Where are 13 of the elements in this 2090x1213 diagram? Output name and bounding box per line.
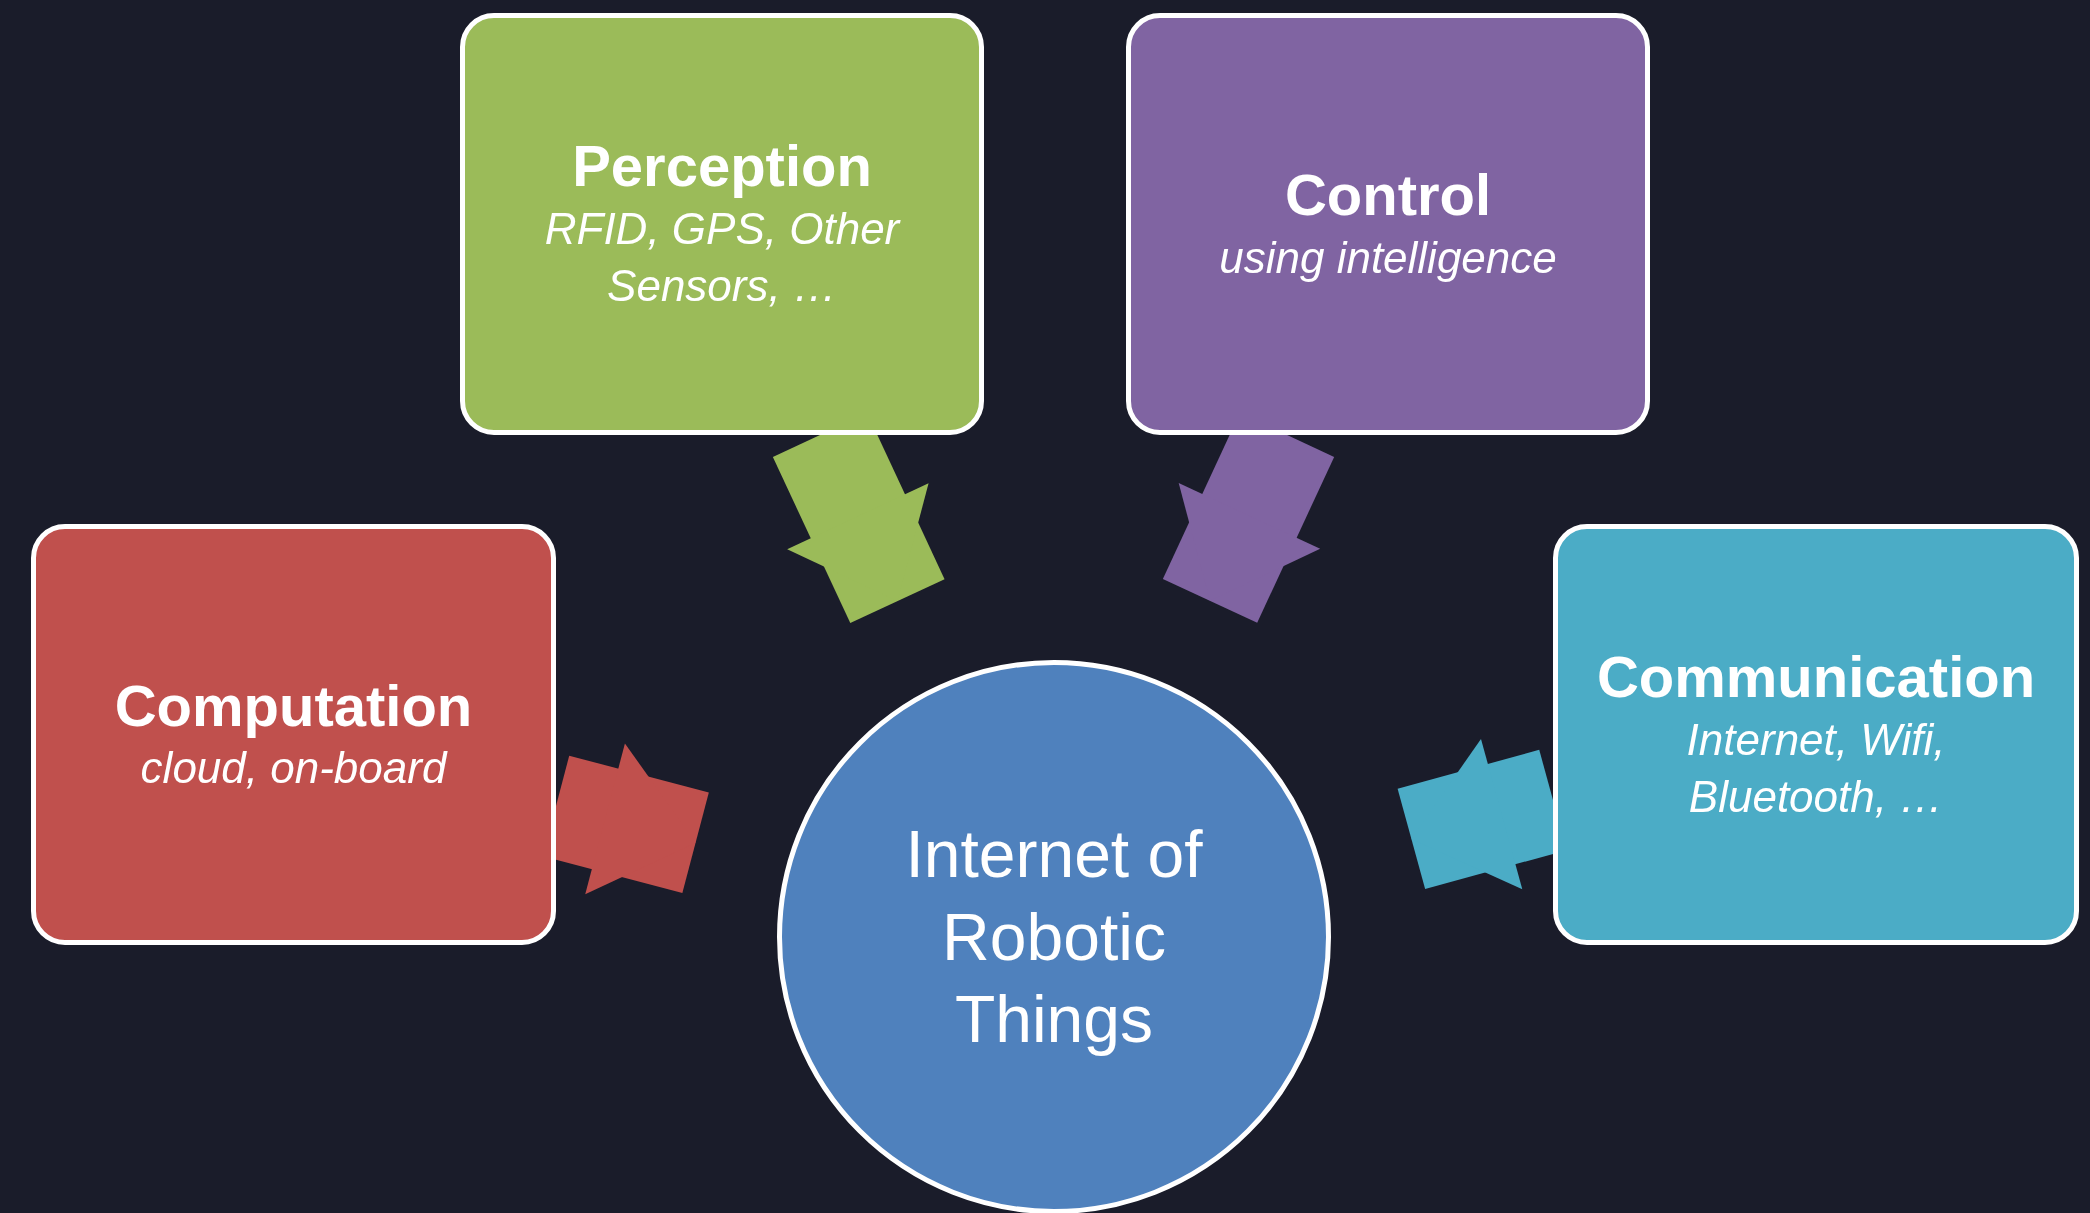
box-heading: Communication (1596, 643, 2036, 711)
category-box (1553, 524, 2079, 945)
box-description: using intelligence (1219, 231, 1557, 284)
box-heading: Control (1284, 162, 1492, 229)
box-description: RFID, GPS, Other Sensors, … (543, 203, 902, 313)
box-description: Internet, Wifi, Bluetooth, … (1685, 713, 1947, 823)
box-description: cloud, on-board (140, 742, 447, 795)
box-heading: Perception (572, 133, 872, 201)
category-box (460, 13, 984, 435)
box-heading: Computation (114, 672, 473, 740)
center-label: Internet of Robotic Things (904, 816, 1204, 1059)
category-box (1126, 13, 1650, 435)
category-box (31, 524, 556, 945)
